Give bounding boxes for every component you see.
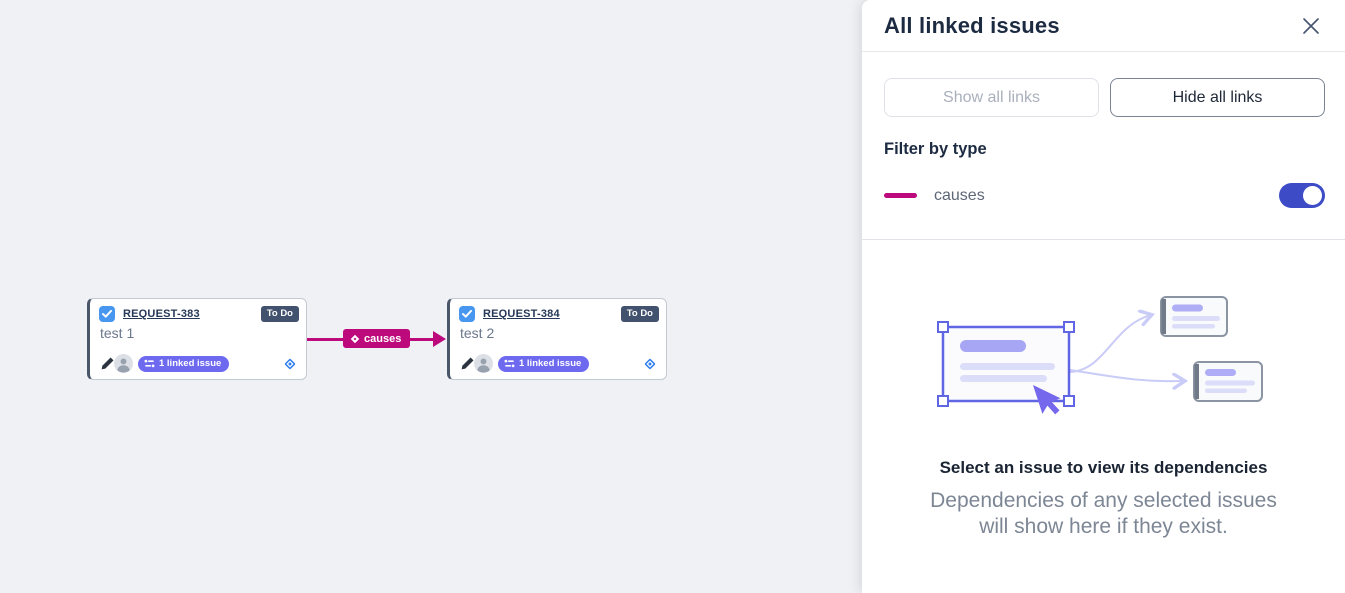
edit-pencil-icon[interactable] — [458, 355, 476, 373]
status-badge[interactable]: To Do — [620, 306, 659, 322]
link-type-icon — [144, 359, 155, 368]
empty-state: Select an issue to view its dependencies… — [862, 240, 1345, 540]
link-type-color-swatch — [884, 193, 917, 198]
linked-issue-count: 1 linked issue — [159, 358, 222, 369]
issue-key-link[interactable]: REQUEST-384 — [483, 308, 560, 320]
assignee-avatar[interactable] — [114, 354, 133, 373]
issue-checkbox[interactable] — [459, 306, 475, 322]
empty-state-body: Dependencies of any selected issues will… — [930, 489, 1277, 538]
status-badge[interactable]: To Do — [260, 306, 299, 322]
issue-type-diamond-icon — [283, 357, 297, 371]
link-type-icon — [504, 359, 515, 368]
issue-checkbox[interactable] — [99, 306, 115, 322]
all-linked-issues-panel: All linked issues Show all links Hide al… — [862, 0, 1345, 593]
dependencies-illustration — [936, 296, 1263, 415]
issue-card-request-384[interactable]: REQUEST-384 To Do test 2 1 linked issue — [447, 298, 667, 380]
linked-issue-pill[interactable]: 1 linked issue — [498, 355, 590, 372]
issue-title: test 1 — [100, 325, 135, 341]
filter-row-causes: causes — [884, 183, 1325, 208]
assignee-avatar[interactable] — [474, 354, 493, 373]
filter-by-type-heading: Filter by type — [884, 140, 987, 158]
panel-title: All linked issues — [884, 12, 1060, 38]
show-all-links-button[interactable]: Show all links — [884, 78, 1099, 117]
linked-issue-pill[interactable]: 1 linked issue — [138, 355, 230, 372]
causes-toggle[interactable] — [1279, 183, 1325, 208]
toggle-knob — [1303, 186, 1322, 205]
edge-label-text: causes — [364, 332, 402, 345]
edge-arrowhead — [433, 331, 446, 347]
issue-type-diamond-icon — [643, 357, 657, 371]
empty-state-heading: Select an issue to view its dependencies — [939, 458, 1268, 477]
edge-label-causes[interactable]: causes — [343, 329, 411, 348]
issue-title: test 2 — [460, 325, 495, 341]
hide-all-links-button[interactable]: Hide all links — [1110, 78, 1325, 117]
issue-key-link[interactable]: REQUEST-383 — [123, 308, 200, 320]
issue-card-request-383[interactable]: REQUEST-383 To Do test 1 1 linked issue — [87, 298, 307, 380]
close-icon[interactable] — [1297, 12, 1325, 40]
link-type-label: causes — [934, 186, 985, 204]
edge-diamond-icon — [350, 334, 360, 343]
edit-pencil-icon[interactable] — [98, 355, 116, 373]
linked-issue-count: 1 linked issue — [519, 358, 582, 369]
